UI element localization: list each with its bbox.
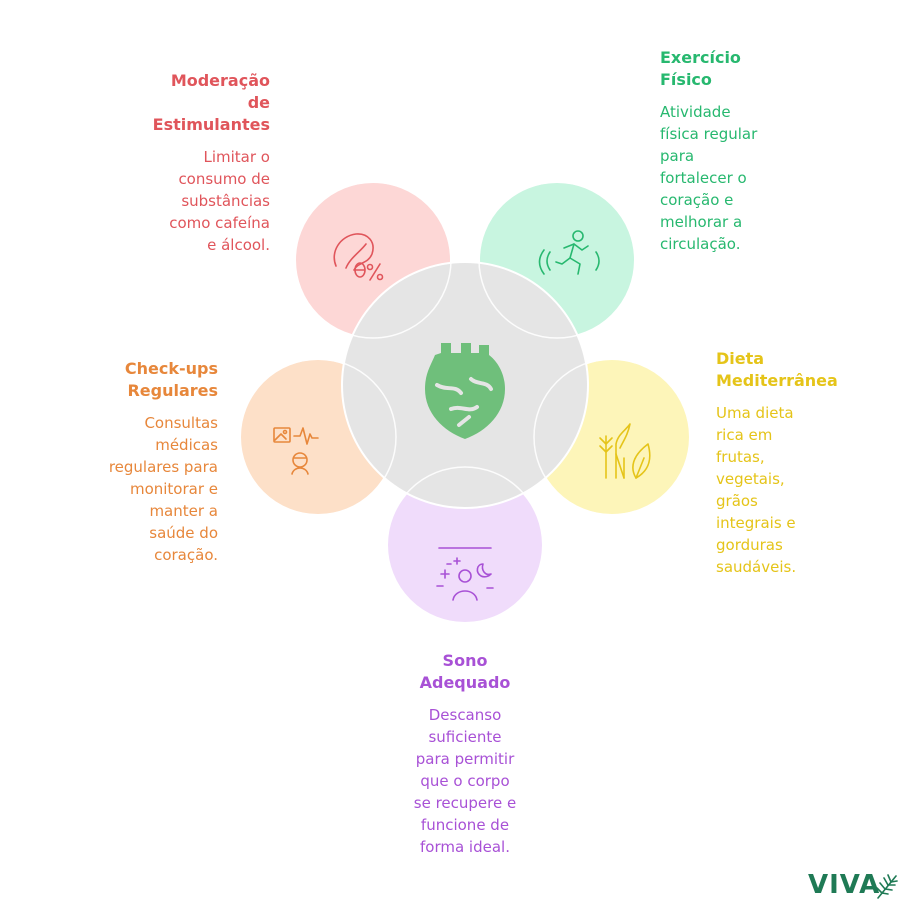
viva-logo: VIVA	[808, 870, 900, 904]
desc-line: se recupere e	[413, 794, 517, 812]
title-line: Físico	[660, 70, 712, 89]
desc-line: Uma dieta	[716, 404, 794, 422]
title-line: Dieta	[716, 349, 765, 368]
desc-line: melhorar a	[660, 213, 743, 231]
title-line: Estimulantes	[152, 115, 270, 134]
desc-line: para	[660, 147, 695, 165]
desc-line: integrais e	[716, 514, 796, 532]
desc-line: como cafeína	[169, 214, 270, 232]
label-exercicio: Exercício Físico Atividade física regula…	[660, 47, 790, 255]
desc-line: Atividade	[660, 103, 731, 121]
desc-line: Consultas	[144, 414, 218, 432]
desc-line: coração e	[660, 191, 734, 209]
desc-line: física regular	[660, 125, 758, 143]
desc-moderacao: Limitar o consumo de substâncias como ca…	[120, 146, 270, 256]
desc-line: regulares para	[108, 458, 218, 476]
plants-leaf-icon	[599, 423, 651, 479]
title-line: Mediterrânea	[716, 371, 838, 390]
desc-line: saúde do	[149, 524, 218, 542]
desc-line: manter a	[149, 502, 218, 520]
title-exercicio: Exercício Físico	[660, 47, 790, 91]
title-dieta: Dieta Mediterrânea	[716, 348, 866, 392]
title-checkups: Check-ups Regulares	[70, 358, 218, 402]
logo-text: VIVA	[808, 870, 881, 900]
label-moderacao: Moderação de Estimulantes Limitar o cons…	[120, 70, 270, 256]
desc-line: fortalecer o	[660, 169, 747, 187]
desc-line: e álcool.	[207, 236, 270, 254]
desc-line: saudáveis.	[716, 558, 797, 576]
desc-line: suficiente	[428, 728, 502, 746]
label-dieta: Dieta Mediterrânea Uma dieta rica em fru…	[716, 348, 866, 578]
desc-line: médicas	[155, 436, 218, 454]
heart-icon	[425, 343, 505, 439]
desc-line: coração.	[154, 546, 218, 564]
title-sono: Sono Adequado	[385, 650, 545, 694]
desc-checkups: Consultas médicas regulares para monitor…	[70, 412, 218, 566]
desc-line: forma ideal.	[420, 838, 510, 856]
palm-leaf-icon	[876, 874, 898, 899]
title-line: Exercício	[660, 48, 741, 67]
desc-line: vegetais,	[716, 470, 785, 488]
title-moderacao: Moderação de Estimulantes	[120, 70, 270, 136]
desc-line: substâncias	[181, 192, 270, 210]
title-line: Moderação	[170, 71, 270, 90]
medical-monitor-icon	[273, 427, 319, 475]
desc-line: para permitir	[415, 750, 515, 768]
running-person-icon	[538, 230, 600, 275]
desc-line: grãos	[716, 492, 758, 510]
desc-line: Limitar o	[203, 148, 271, 166]
desc-exercicio: Atividade física regular para fortalecer…	[660, 101, 790, 255]
label-checkups: Check-ups Regulares Consultas médicas re…	[70, 358, 218, 566]
coffee-percent-icon	[333, 233, 384, 281]
title-line: Adequado	[419, 673, 511, 692]
desc-line: consumo de	[178, 170, 270, 188]
desc-line: frutas,	[716, 448, 765, 466]
desc-line: rica em	[716, 426, 773, 444]
desc-line: monitorar e	[129, 480, 218, 498]
title-line: Sono	[442, 651, 488, 670]
desc-line: Descanso	[428, 706, 502, 724]
desc-line: que o corpo	[420, 772, 510, 790]
title-line: Regulares	[127, 381, 218, 400]
desc-sono: Descanso suficiente para permitir que o …	[385, 704, 545, 858]
label-sono: Sono Adequado Descanso suficiente para p…	[385, 650, 545, 858]
sleep-moon-icon	[436, 547, 494, 601]
title-line: de	[247, 93, 270, 112]
desc-dieta: Uma dieta rica em frutas, vegetais, grão…	[716, 402, 866, 578]
desc-line: circulação.	[660, 235, 741, 253]
title-line: Check-ups	[124, 359, 218, 378]
desc-line: funcione de	[420, 816, 510, 834]
desc-line: gorduras	[716, 536, 783, 554]
